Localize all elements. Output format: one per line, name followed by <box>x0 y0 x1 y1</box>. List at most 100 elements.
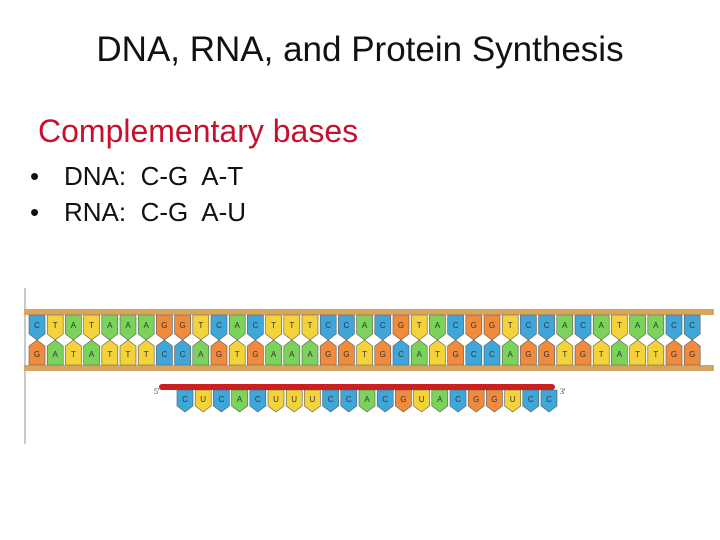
rna-base: U <box>267 389 285 413</box>
bullet-list: •DNA: C-G A-T •RNA: C-G A-U <box>30 158 246 230</box>
dna-top-base: T <box>46 314 64 341</box>
base-letter: T <box>435 350 440 359</box>
dna-bottom-base: T <box>356 339 373 366</box>
label-3-prime: 3' <box>560 387 566 396</box>
dna-top-base: A <box>119 314 137 341</box>
base-shape <box>467 389 485 413</box>
dna-bottom-base: T <box>119 339 137 366</box>
base-shape <box>213 389 230 413</box>
base-shape <box>592 339 610 366</box>
base-shape <box>83 314 100 341</box>
base-shape <box>210 339 228 366</box>
dna-bottom-base: T <box>137 339 155 366</box>
dna-bottom-base: G <box>338 339 355 366</box>
base-shape <box>338 314 355 341</box>
label-5-prime: 5' <box>154 387 160 396</box>
base-shape <box>28 314 46 341</box>
base-letter: A <box>307 350 313 359</box>
dna-top-base: A <box>137 314 155 341</box>
base-letter: G <box>380 350 386 359</box>
dna-bottom-base: G <box>319 339 337 366</box>
base-shape <box>192 314 210 341</box>
dna-top-base: A <box>556 314 574 341</box>
base-letter: A <box>144 321 150 330</box>
dna-top-base: T <box>301 314 319 341</box>
dna-top-base: C <box>538 314 555 341</box>
dna-bottom-base: A <box>283 339 301 366</box>
base-shape <box>465 339 483 366</box>
base-letter: A <box>562 321 568 330</box>
base-letter: A <box>107 321 113 330</box>
base-letter: G <box>398 321 404 330</box>
base-letter: A <box>89 350 95 359</box>
base-letter: C <box>34 321 40 330</box>
base-letter: G <box>491 395 497 404</box>
base-shape <box>137 339 155 366</box>
base-letter: C <box>471 350 477 359</box>
base-letter: G <box>452 350 458 359</box>
base-letter: C <box>216 321 222 330</box>
base-letter: G <box>473 395 479 404</box>
dna-bottom-base: T <box>592 339 610 366</box>
dna-top-base: G <box>465 314 483 341</box>
base-shape <box>486 389 503 413</box>
dna-bottom-base: G <box>447 339 464 366</box>
base-shape <box>247 339 264 366</box>
base-letter: T <box>562 350 567 359</box>
base-letter: C <box>182 395 188 404</box>
base-shape <box>611 339 628 366</box>
base-letter: T <box>508 321 513 330</box>
base-shape <box>265 339 282 366</box>
dna-top-base: G <box>174 314 191 341</box>
dna-bottom-base: T <box>101 339 119 366</box>
base-letter: A <box>289 350 295 359</box>
base-shape <box>447 339 464 366</box>
base-letter: C <box>671 321 677 330</box>
rna-base: U <box>194 389 212 413</box>
dna-bottom-base: G <box>374 339 392 366</box>
base-letter: G <box>671 350 677 359</box>
rna-base: A <box>358 389 376 413</box>
dna-bottom-base: G <box>520 339 537 366</box>
base-shape <box>611 314 628 341</box>
base-letter: G <box>343 350 349 359</box>
dna-bottom-base: G <box>574 339 592 366</box>
base-shape <box>665 339 683 366</box>
dna-bottom-base: T <box>647 339 665 366</box>
dna-top-base: A <box>65 314 82 341</box>
base-letter: C <box>346 395 352 404</box>
base-letter: A <box>235 321 241 330</box>
base-letter: C <box>219 395 225 404</box>
base-shape <box>176 389 194 413</box>
base-shape <box>501 339 519 366</box>
base-letter: C <box>344 321 350 330</box>
base-shape <box>285 389 303 413</box>
base-shape <box>156 314 173 341</box>
base-letter: C <box>580 321 586 330</box>
base-letter: A <box>599 321 605 330</box>
base-shape <box>501 314 519 341</box>
base-letter: A <box>417 350 423 359</box>
bullet-rna: •RNA: C-G A-U <box>30 194 246 230</box>
base-shape <box>174 314 191 341</box>
base-shape <box>101 314 119 341</box>
base-shape <box>413 389 430 413</box>
base-shape <box>556 314 574 341</box>
base-letter: T <box>599 350 604 359</box>
base-shape <box>376 389 394 413</box>
base-letter: G <box>252 350 258 359</box>
dna-top-base: C <box>447 314 464 341</box>
base-letter: C <box>380 321 386 330</box>
bullet-marker: • <box>30 161 40 191</box>
dna-top-base: C <box>319 314 337 341</box>
base-shape <box>28 339 46 366</box>
dna-bottom-base: A <box>83 339 100 366</box>
base-letter: C <box>526 321 532 330</box>
base-shape <box>395 389 412 413</box>
base-shape <box>483 339 501 366</box>
base-letter: U <box>200 395 206 404</box>
base-shape <box>283 314 301 341</box>
base-letter: C <box>546 395 552 404</box>
base-letter: T <box>271 321 276 330</box>
base-shape <box>429 339 446 366</box>
